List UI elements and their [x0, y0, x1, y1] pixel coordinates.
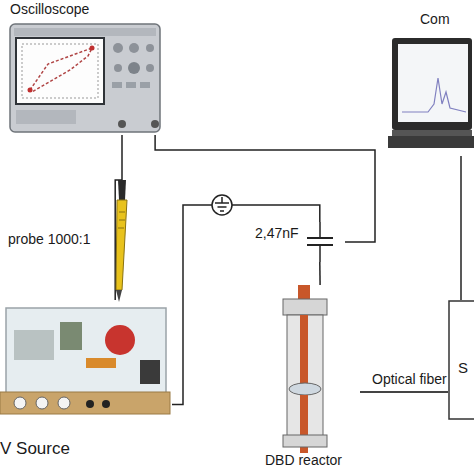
- node-label: Oscilloscope: [10, 2, 89, 17]
- node-label: Com: [420, 12, 450, 27]
- wire: [155, 135, 375, 242]
- node-label: V Source: [0, 440, 70, 459]
- spectrometer-node: S: [448, 300, 474, 420]
- node-label: DBD reactor: [265, 453, 342, 468]
- hv-probe: [116, 180, 127, 302]
- ground-symbol: [212, 195, 232, 215]
- optical-fiber-line: [360, 391, 448, 393]
- oscilloscope-drawing: [8, 2, 162, 135]
- wire: [460, 156, 462, 300]
- probe-label: probe 1000:1: [8, 232, 91, 247]
- node-label: S: [458, 360, 468, 377]
- wire: [319, 262, 321, 285]
- wire: [115, 135, 122, 300]
- oscilloscope-node: Oscilloscope: [8, 2, 162, 135]
- dbd-reactor-node: DBD reactor: [265, 285, 360, 472]
- node-label: 2,47nF: [255, 226, 299, 241]
- edge-label: Optical fiber: [372, 372, 447, 387]
- hv-source-node: V Source: [0, 300, 172, 474]
- dbd-reactor-drawing: [265, 285, 360, 472]
- capacitor-node: 2,47nF: [255, 222, 345, 262]
- laptop-drawing: [388, 8, 474, 156]
- computer-node: Com: [388, 8, 474, 156]
